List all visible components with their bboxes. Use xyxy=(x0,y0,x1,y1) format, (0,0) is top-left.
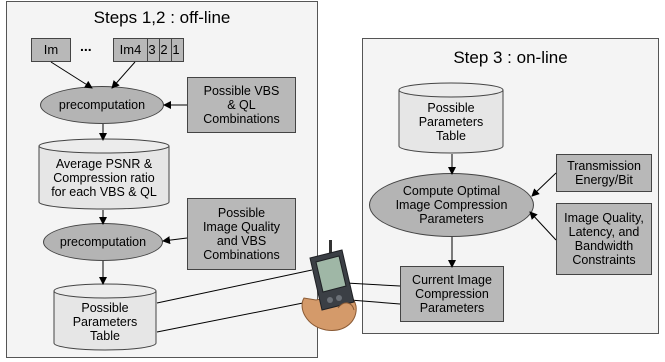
handheld-pda-icon xyxy=(301,240,357,331)
image-box-im4: Im4 xyxy=(113,38,148,62)
cylinder-shape xyxy=(53,283,157,351)
compute-optimal-oval: Compute Optimal Image Compression Parame… xyxy=(369,173,534,237)
cylinder-shape xyxy=(38,138,170,210)
image-box-im: Im xyxy=(31,38,71,62)
images-ellipsis: ... xyxy=(80,38,92,54)
transmission-energy-box: Transmission Energy/Bit xyxy=(556,154,652,192)
online-title: Step 3 : on-line xyxy=(453,48,568,67)
precomputation-oval-2: precomputation xyxy=(43,223,163,261)
constraints-box: Image Quality, Latency, and Bandwidth Co… xyxy=(556,203,652,275)
average-psnr-cylinder: Average PSNR & Compression ratio for eac… xyxy=(38,138,170,210)
average-psnr-label: Average PSNR & Compression ratio for eac… xyxy=(51,157,157,199)
parameters-table-cylinder-right: Possible Parameters Table xyxy=(398,82,504,154)
possible-image-quality-box: Possible Image Quality and VBS Combinati… xyxy=(187,198,296,270)
cylinder-shape xyxy=(398,82,504,154)
precomputation-oval-1: precomputation xyxy=(40,86,164,124)
possible-vbs-ql-box: Possible VBS & QL Combinations xyxy=(187,77,296,133)
parameters-table-cylinder-left: Possible Parameters Table xyxy=(53,283,157,351)
parameters-table-label-right: Possible Parameters Table xyxy=(418,101,484,143)
parameters-table-label-left: Possible Parameters Table xyxy=(72,301,138,343)
offline-title: Steps 1,2 : off-line xyxy=(93,8,231,27)
current-parameters-box: Current Image Compression Parameters xyxy=(400,266,504,322)
